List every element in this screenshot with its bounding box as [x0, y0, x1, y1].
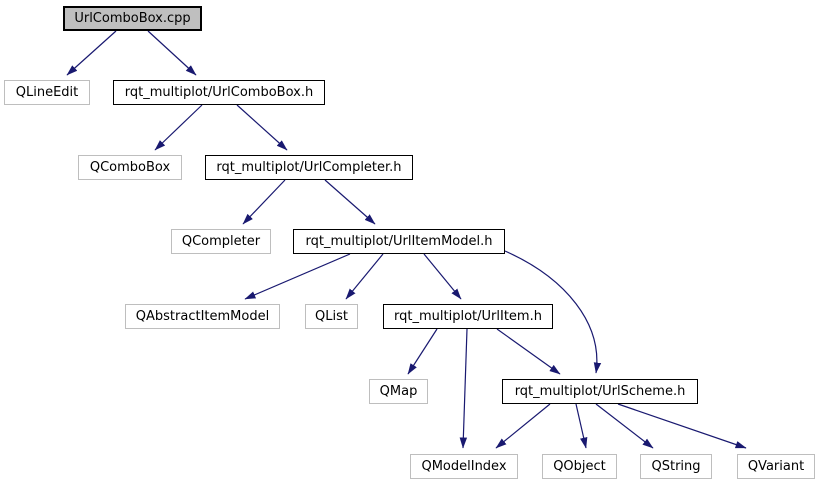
edge-urlitemmodel-h-to-urlscheme-h — [504, 250, 602, 374]
node-qcompleter: QCompleter — [171, 229, 271, 254]
node-urlcombobox-cpp: UrlComboBox.cpp — [63, 6, 202, 31]
edge-urlcombobox-h-to-urlcompleter-h — [236, 104, 288, 151]
edge-urlcompleter-h-to-qcompleter — [242, 179, 286, 225]
edge-urlcompleter-h-to-urlitemmodel-h — [324, 179, 376, 225]
edge-urlscheme-h-to-qmodelindex — [495, 403, 551, 449]
edge-urlscheme-h-to-qvariant — [617, 403, 747, 449]
edge-urlscheme-h-to-qobject — [575, 403, 588, 449]
node-qobject: QObject — [542, 454, 617, 479]
edge-urlitem-h-to-qmodelindex — [459, 328, 468, 449]
node-qmodelindex: QModelIndex — [410, 454, 518, 479]
node-qvariant: QVariant — [737, 454, 815, 479]
edge-urlitemmodel-h-to-urlitem-h — [423, 253, 462, 300]
node-qstring: QString — [640, 454, 712, 479]
node-urlcombobox-h[interactable]: rqt_multiplot/UrlComboBox.h — [113, 80, 325, 105]
edge-urlscheme-h-to-qstring — [595, 403, 654, 449]
edge-urlcombobox-cpp-to-urlcombobox-h — [147, 30, 197, 76]
node-qlist: QList — [305, 304, 358, 329]
edge-urlitemmodel-h-to-qabstractitemmodel — [244, 253, 351, 300]
edge-urlitemmodel-h-to-qlist — [345, 253, 384, 300]
node-qlineedit: QLineEdit — [4, 80, 90, 105]
edge-urlitem-h-to-urlscheme-h — [496, 328, 561, 375]
node-urlcompleter-h[interactable]: rqt_multiplot/UrlCompleter.h — [205, 155, 413, 180]
node-urlitem-h[interactable]: rqt_multiplot/UrlItem.h — [383, 304, 553, 329]
node-qcombobox: QComboBox — [78, 155, 182, 180]
edge-urlcombobox-h-to-qcombobox — [154, 104, 203, 151]
edge-urlitem-h-to-qmap — [407, 328, 438, 375]
node-qmap: QMap — [369, 379, 428, 404]
node-urlscheme-h[interactable]: rqt_multiplot/UrlScheme.h — [502, 379, 698, 404]
node-urlitemmodel-h[interactable]: rqt_multiplot/UrlItemModel.h — [293, 229, 505, 254]
edge-urlcombobox-cpp-to-qlineedit — [66, 30, 117, 76]
node-qabstractitemmodel: QAbstractItemModel — [125, 304, 280, 329]
